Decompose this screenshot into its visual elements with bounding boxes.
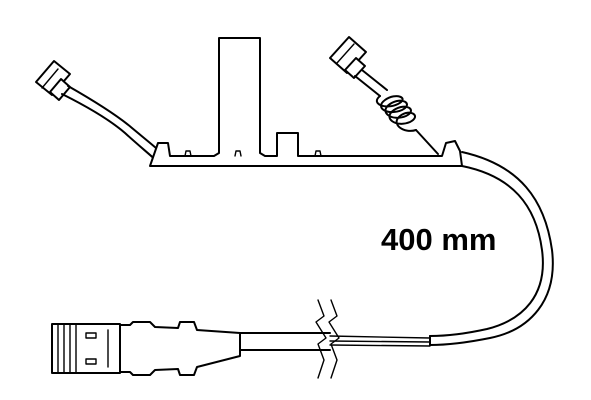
coiled-cable xyxy=(354,69,439,155)
main-cable xyxy=(239,151,554,351)
left-sensor-cable xyxy=(61,85,164,163)
cable-length-label: 400 mm xyxy=(381,222,497,257)
right-sensor-connector xyxy=(329,36,367,79)
cable-break-symbol xyxy=(315,299,340,379)
left-sensor-connector xyxy=(35,60,71,101)
sensor-housing xyxy=(149,37,463,167)
plug-connector xyxy=(51,321,241,376)
